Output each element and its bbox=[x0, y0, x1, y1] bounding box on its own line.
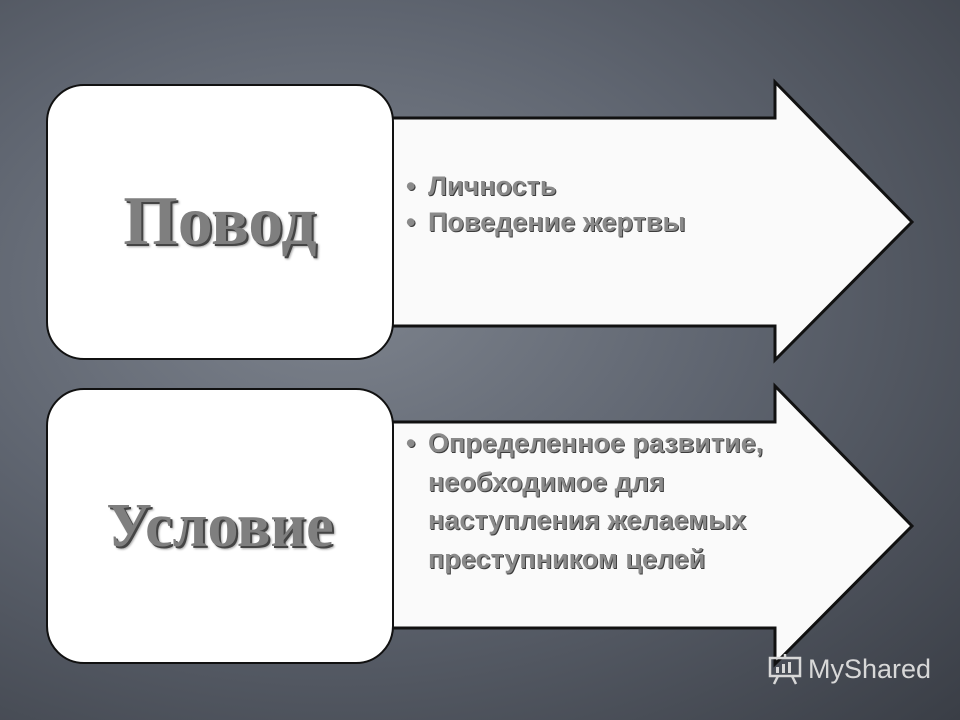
block-1-box: Повод bbox=[46, 84, 394, 360]
block-1-title: Повод bbox=[123, 183, 317, 260]
block-1-item-1: Личность bbox=[398, 168, 686, 204]
block-1-item-2: Поведение жертвы bbox=[398, 204, 686, 240]
watermark-text: MyShared bbox=[808, 653, 932, 684]
watermark: MyShared bbox=[768, 652, 931, 686]
block-1-list: Личность Поведение жертвы bbox=[398, 168, 686, 240]
block-2-list: Определенное развитие, необходимое для н… bbox=[398, 424, 818, 578]
block-2-title: Условие bbox=[106, 491, 334, 560]
block-2-item-1: Определенное развитие, необходимое для н… bbox=[398, 424, 818, 578]
presentation-icon bbox=[768, 654, 802, 685]
block-2-box: Условие bbox=[46, 388, 394, 664]
